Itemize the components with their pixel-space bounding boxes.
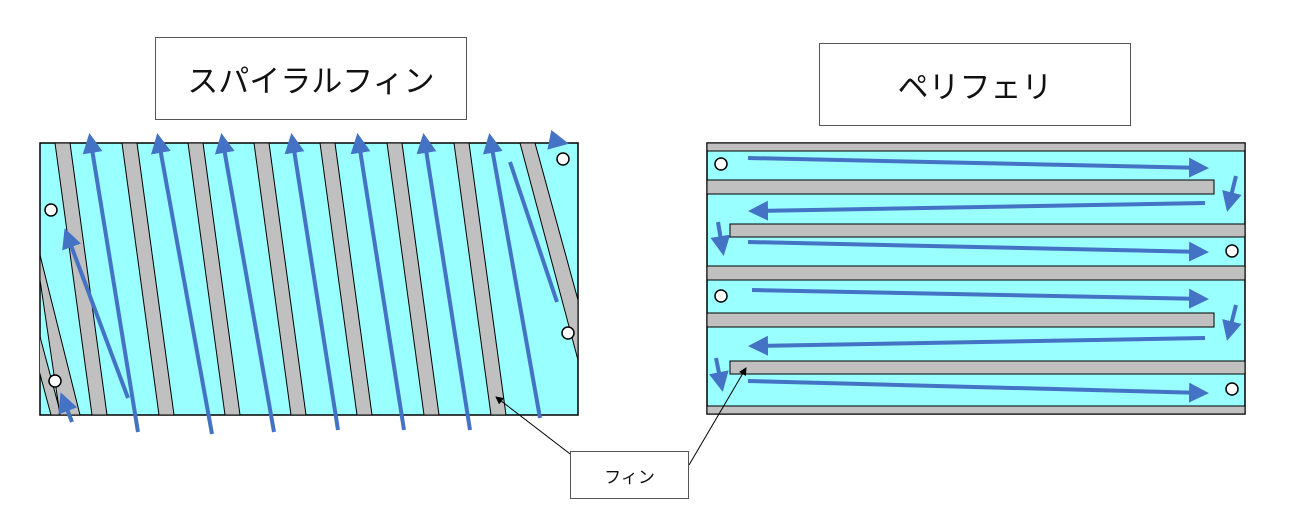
port-hole xyxy=(1225,244,1239,258)
flow-arrow xyxy=(710,221,731,256)
spiral-fin xyxy=(121,143,175,415)
peripheral-middle-wall xyxy=(706,265,1246,281)
peripheral-title-text: ペリフェリ xyxy=(897,70,1053,106)
fin-callout-text: フィン xyxy=(604,467,655,488)
flow-arrow xyxy=(508,161,559,303)
flow-arrow xyxy=(482,133,542,419)
flow-arrow xyxy=(151,133,214,435)
flow-arrow xyxy=(350,133,406,431)
fin-callout: フィン xyxy=(570,451,689,499)
leader-line-left xyxy=(495,396,579,461)
port-hole xyxy=(714,289,728,303)
leader-line-right xyxy=(688,367,747,466)
spiral-fin xyxy=(40,254,81,415)
port-hole xyxy=(44,203,58,217)
spiral-fins xyxy=(40,143,578,415)
flow-arrow xyxy=(748,200,1206,221)
peripheral-fin xyxy=(729,360,1246,375)
flow-arrow xyxy=(747,156,1209,178)
spiral-fin xyxy=(40,334,62,415)
flow-arrow xyxy=(82,133,140,433)
flow-arrow xyxy=(747,379,1209,403)
flow-arrow xyxy=(1222,175,1242,212)
port-hole xyxy=(561,326,575,340)
spiral-fin-title: スパイラルフィン xyxy=(155,37,467,120)
spiral-fin xyxy=(54,143,108,415)
spiral-fin xyxy=(453,143,507,415)
flow-arrow xyxy=(547,130,569,150)
port-hole xyxy=(48,374,62,388)
spiral-fin-title-text: スパイラルフィン xyxy=(187,64,435,100)
flow-arrow xyxy=(284,133,340,431)
peripheral-fin xyxy=(706,312,1215,328)
flow-arrow xyxy=(709,357,729,392)
peripheral-fin xyxy=(729,223,1246,238)
spiral-fin xyxy=(319,143,373,415)
peripheral-panel xyxy=(706,142,1246,415)
flow-arrow xyxy=(58,392,78,423)
spiral-fin xyxy=(253,143,307,415)
flow-arrow xyxy=(1222,304,1242,341)
peripheral-top-wall xyxy=(706,142,1246,152)
port-hole xyxy=(556,152,570,166)
peripheral-fin xyxy=(706,179,1215,195)
spiral-fin xyxy=(386,143,440,415)
spiral-fin xyxy=(519,143,578,361)
flow-arrow xyxy=(416,133,472,431)
fin-leader-lines xyxy=(495,367,747,466)
spiral-ports xyxy=(44,152,575,388)
spiral-fin xyxy=(187,143,241,415)
peripheral-title: ペリフェリ xyxy=(819,43,1131,126)
flow-arrow xyxy=(748,335,1206,356)
spiral-fin-panel xyxy=(39,130,579,435)
peripheral-flow-arrows xyxy=(709,156,1242,403)
port-hole xyxy=(714,157,728,171)
spiral-flow-arrows xyxy=(58,130,569,435)
flow-arrow xyxy=(214,133,276,433)
flow-arrow xyxy=(751,288,1209,309)
peripheral-ports xyxy=(714,157,1239,396)
flow-arrow xyxy=(747,240,1209,262)
flow-arrow xyxy=(62,228,130,399)
peripheral-bottom-wall xyxy=(706,405,1246,415)
port-hole xyxy=(1225,382,1239,396)
